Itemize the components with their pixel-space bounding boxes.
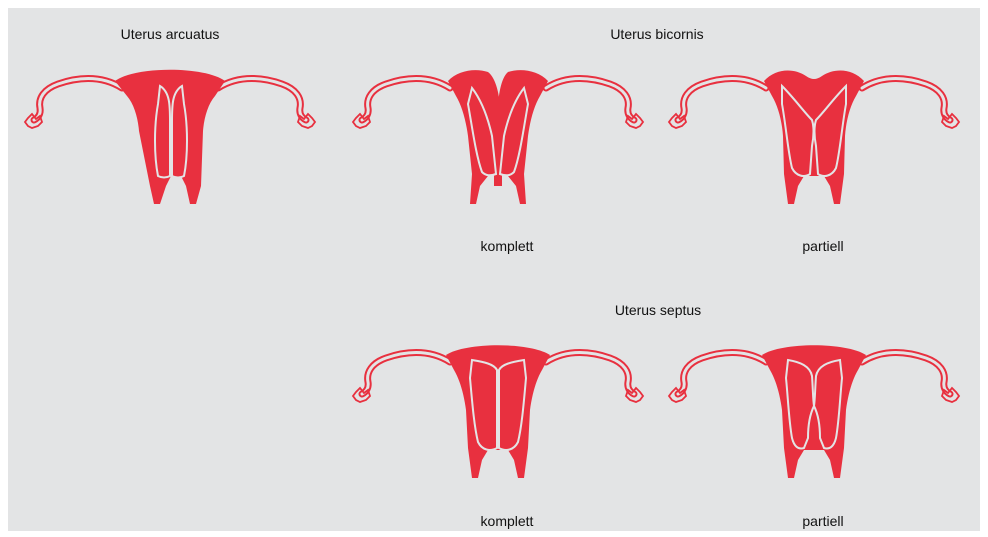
septus-partiell-body-icon [762,345,866,478]
caption-septus-komplett: komplett [481,513,534,529]
diagram-bicornis-partiell [664,56,964,206]
bicornis-komplett-body-icon [448,70,548,204]
diagram-septus-komplett [348,330,648,480]
diagram-septus-partiell [664,330,964,480]
diagram-uterus-arcuatus [20,56,320,206]
septus-komplett-cavity-icon [470,360,526,450]
caption-septus-partiell: partiell [802,513,843,529]
diagram-bicornis-komplett [348,56,648,206]
caption-bicornis-komplett: komplett [481,238,534,254]
caption-bicornis-partiell: partiell [802,238,843,254]
heading-uterus-bicornis: Uterus bicornis [610,26,703,42]
heading-uterus-septus: Uterus septus [615,302,701,318]
figure-panel: Uterus arcuatus Uterus bicornis Uterus s… [8,8,980,531]
heading-uterus-arcuatus: Uterus arcuatus [121,26,220,42]
